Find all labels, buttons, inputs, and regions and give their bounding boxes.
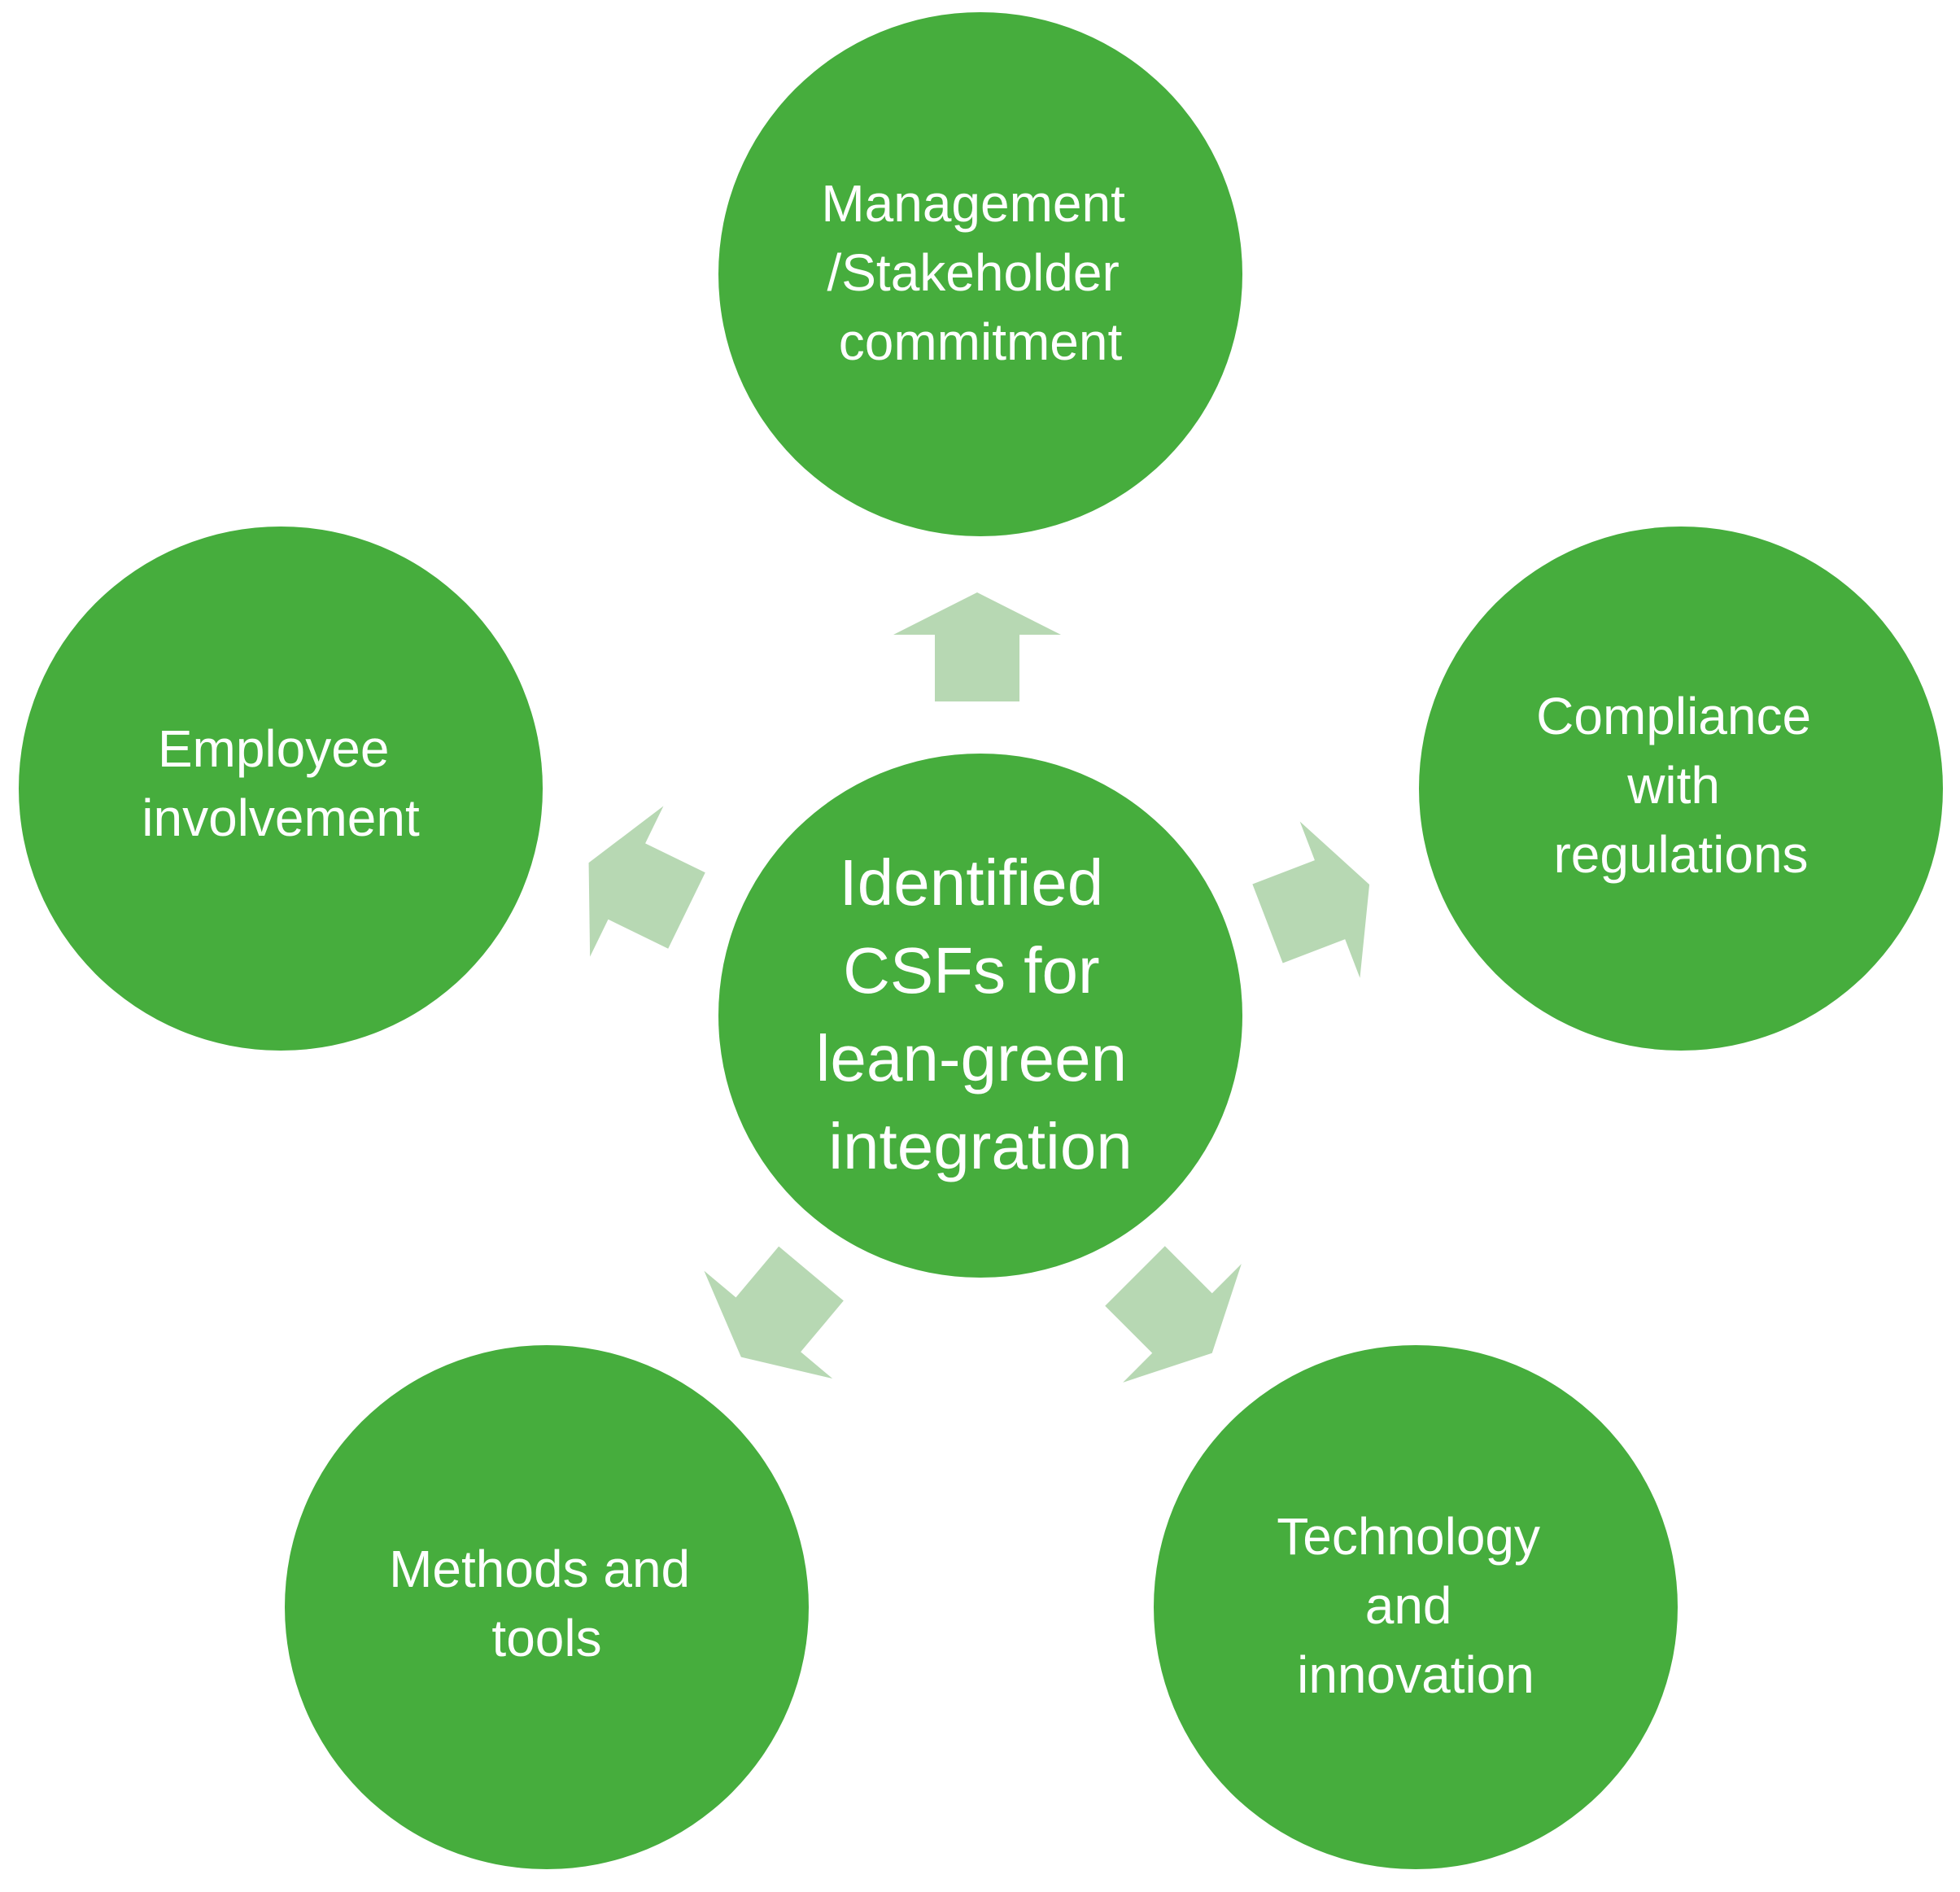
center-label-line: integration [828, 1110, 1133, 1182]
node-circle [285, 1345, 809, 1869]
node-technology: Technology and innovation [1154, 1345, 1678, 1869]
node-label: Compliance with regulations [1536, 687, 1826, 884]
node-label-line: involvement [142, 789, 420, 847]
center-label-line: CSFs for [843, 934, 1100, 1007]
node-label: Methods and tools [389, 1540, 705, 1667]
node-label: Technology and innovation [1277, 1507, 1555, 1704]
node-label: Employee involvement [142, 719, 420, 847]
node-circle [1154, 1345, 1678, 1869]
node-label-line: Compliance [1536, 687, 1811, 745]
arrows [588, 592, 1370, 1383]
node-circle [19, 527, 543, 1051]
center-label-line: lean-green [816, 1022, 1128, 1095]
node-label-line: commitment [839, 312, 1123, 371]
arrow-right-icon [1252, 821, 1370, 978]
node-circle [1419, 527, 1943, 1051]
node-compliance: Compliance with regulations [1419, 527, 1943, 1051]
node-label-line: Technology [1277, 1507, 1540, 1566]
node-label-line: Methods and [389, 1540, 690, 1598]
node-circle [718, 12, 1242, 536]
center-circle [718, 754, 1242, 1278]
arrow-up-icon [893, 592, 1061, 701]
node-label-line: /Stakeholder [827, 243, 1119, 302]
node-label-line: and [1365, 1576, 1452, 1635]
node-label-line: with [1626, 756, 1720, 815]
arrow-left-icon [588, 806, 705, 957]
arrow-down-left-icon [704, 1246, 844, 1379]
node-employee: Employee involvement [19, 527, 543, 1051]
center-label-line: Identified [840, 846, 1104, 919]
node-label-line: tools [491, 1609, 601, 1667]
node-management: Management /Stakeholder commitment [718, 12, 1242, 536]
center-node: Identified CSFs for lean-green integrati… [718, 754, 1242, 1278]
node-label-line: Employee [158, 719, 390, 778]
center-label: Identified CSFs for lean-green integrati… [816, 846, 1146, 1182]
node-label: Management /Stakeholder commitment [821, 174, 1139, 371]
node-label-line: Management [821, 174, 1125, 233]
node-label-line: regulations [1553, 825, 1808, 884]
node-methods: Methods and tools [285, 1345, 809, 1869]
node-label-line: innovation [1297, 1645, 1534, 1704]
arrow-down-right-icon [1105, 1246, 1242, 1383]
